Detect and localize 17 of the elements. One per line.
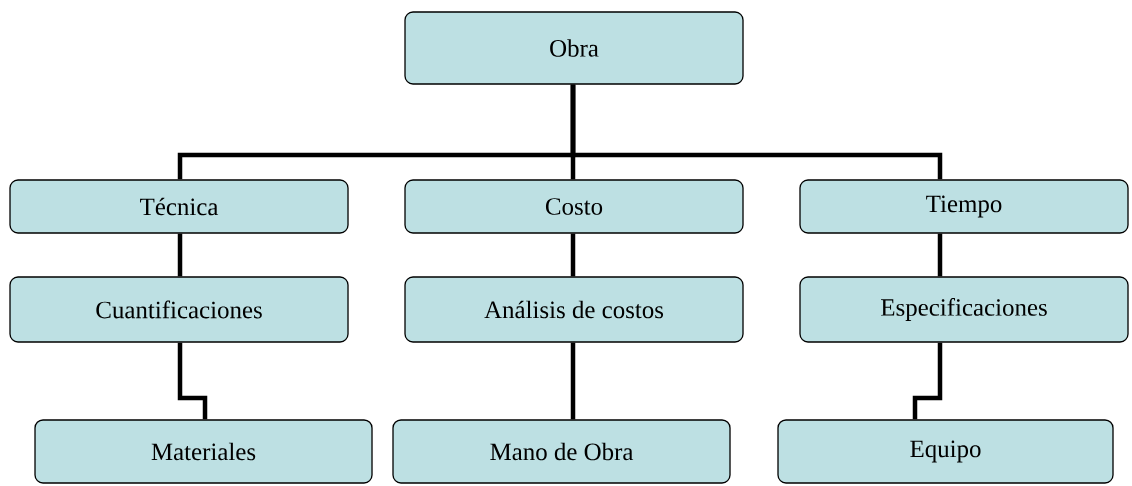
process-box: Mano de Obra	[392, 419, 731, 484]
connector-line	[570, 233, 576, 277]
process-box: Costo	[404, 179, 744, 234]
connector-line	[570, 84, 943, 180]
process-box: Técnica	[9, 179, 349, 234]
process-box: Cuantificaciones	[9, 276, 349, 343]
connector-line	[912, 342, 943, 420]
connector-line	[570, 342, 576, 420]
connector-line	[937, 233, 943, 277]
process-box: Materiales	[34, 419, 373, 484]
connector-line	[177, 342, 208, 420]
connector-line	[177, 233, 183, 277]
process-box: Análisis de costos	[404, 276, 744, 343]
process-box: Especificaciones	[799, 276, 1129, 343]
process-box: Equipo	[777, 419, 1114, 484]
process-box: Tiempo	[799, 179, 1129, 234]
process-box: Obra	[404, 11, 744, 85]
